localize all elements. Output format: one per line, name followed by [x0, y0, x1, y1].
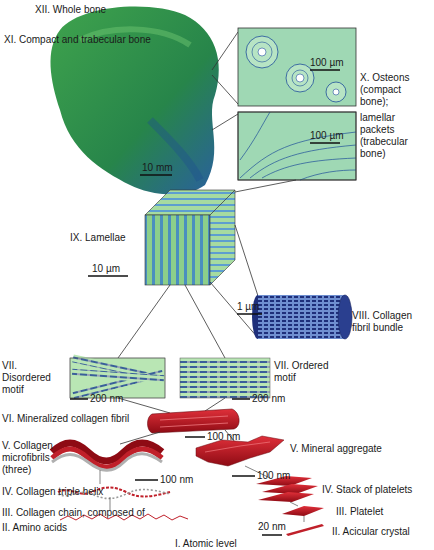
collagen-microfibril [52, 449, 162, 467]
haversian-canal [296, 74, 304, 82]
scale-bar [140, 174, 172, 176]
level-label: II. Amino acids [2, 522, 67, 534]
scale-bar [232, 475, 255, 477]
zoom-line [205, 398, 225, 411]
ordered-motif [180, 358, 270, 398]
scale-bar [185, 436, 205, 438]
scale-bar [70, 398, 88, 400]
scale-bar [310, 142, 340, 144]
collagen-microfibril [52, 443, 162, 461]
cube-front [145, 215, 210, 285]
lamellar-packet-line [262, 158, 356, 178]
cube-side [210, 190, 235, 285]
zoom-line [235, 225, 258, 296]
level-label: I. Atomic level [175, 538, 237, 550]
trabecular-panel-border [238, 112, 356, 180]
aggregate-texture [205, 442, 270, 452]
scale-bar [88, 275, 128, 277]
scale-label: 10 µm [92, 263, 120, 275]
collagen-fibril-bundle [258, 295, 345, 339]
level-label: VII. Ordered motif [274, 360, 338, 384]
bundle-end [338, 295, 352, 339]
lamellar-packet-line [300, 170, 356, 180]
scale-bar [237, 313, 262, 315]
mineralized-collagen-fibril [148, 409, 240, 433]
zoom-line [118, 398, 170, 413]
zoom-line [235, 180, 296, 192]
scale-label: 1 µm [237, 301, 259, 313]
haversian-canal [258, 48, 266, 56]
zoom-line [185, 285, 225, 358]
level-label: III. Collagen chain, composed of [2, 507, 145, 519]
zoom-line [304, 516, 305, 522]
scale-label: 200 nm [90, 393, 123, 405]
level-label: VIII. Collagen fibril bundle [352, 310, 432, 334]
fibril-texture [160, 416, 228, 427]
zoom-line [100, 470, 101, 484]
zoom-line [212, 32, 238, 70]
scale-label: 200 nm [252, 393, 285, 405]
osteon [326, 82, 346, 102]
level-label: XII. Whole bone [35, 4, 106, 16]
haversian-canal [333, 89, 339, 95]
osteon-ring [252, 42, 272, 62]
zoom-line [212, 114, 238, 130]
platelet [258, 492, 314, 502]
osteon [246, 36, 278, 68]
scale-bar [262, 534, 282, 536]
zoom-line [118, 285, 170, 358]
level-label: IV. Collagen triple helix [2, 486, 103, 498]
scale-bar [232, 398, 250, 400]
zoom-line [212, 75, 238, 104]
level-label: V. Mineral aggregate [290, 443, 382, 455]
level-label: VII. Disordered motif [2, 360, 68, 396]
trabecular-panel [238, 112, 356, 180]
osteon [286, 64, 314, 92]
fibril-strand [72, 369, 164, 383]
level-label: VI. Mineralized collagen fibril [2, 413, 129, 425]
scale-bar [310, 69, 340, 71]
level-label: IV. Stack of platelets [322, 484, 412, 496]
collagen-microfibril [52, 454, 162, 471]
single-platelet [282, 506, 324, 516]
level-label: X. Osteons (compact bone); [360, 72, 432, 108]
scale-bar [135, 479, 158, 481]
level-label: lamellar packets (trabecular bone) [360, 112, 432, 160]
zoom-line [290, 502, 298, 506]
scale-label: 100 µm [310, 57, 344, 69]
scale-label: 100 µm [310, 130, 344, 142]
level-label: III. Platelet [336, 506, 383, 518]
level-label: V. Collagen microfibrils (three) [2, 440, 54, 476]
scale-label: 100 nm [207, 431, 240, 443]
motif-border [70, 358, 165, 398]
lamellar-packet-line [250, 145, 356, 178]
scale-label: 20 nm [258, 521, 286, 533]
acicular-crystal [286, 524, 324, 536]
scale-label: 100 nm [160, 474, 193, 486]
osteon-ring [292, 70, 308, 86]
osteon-panel [238, 28, 356, 106]
level-label: XI. Compact and trabecular bone [4, 34, 151, 46]
scale-label: 10 mm [142, 162, 173, 174]
level-label: II. Acicular crystal [332, 526, 410, 538]
level-label: IX. Lamellae [70, 232, 126, 244]
lamellar-packet-line [240, 112, 270, 160]
scale-label: 100 nm [257, 470, 290, 482]
